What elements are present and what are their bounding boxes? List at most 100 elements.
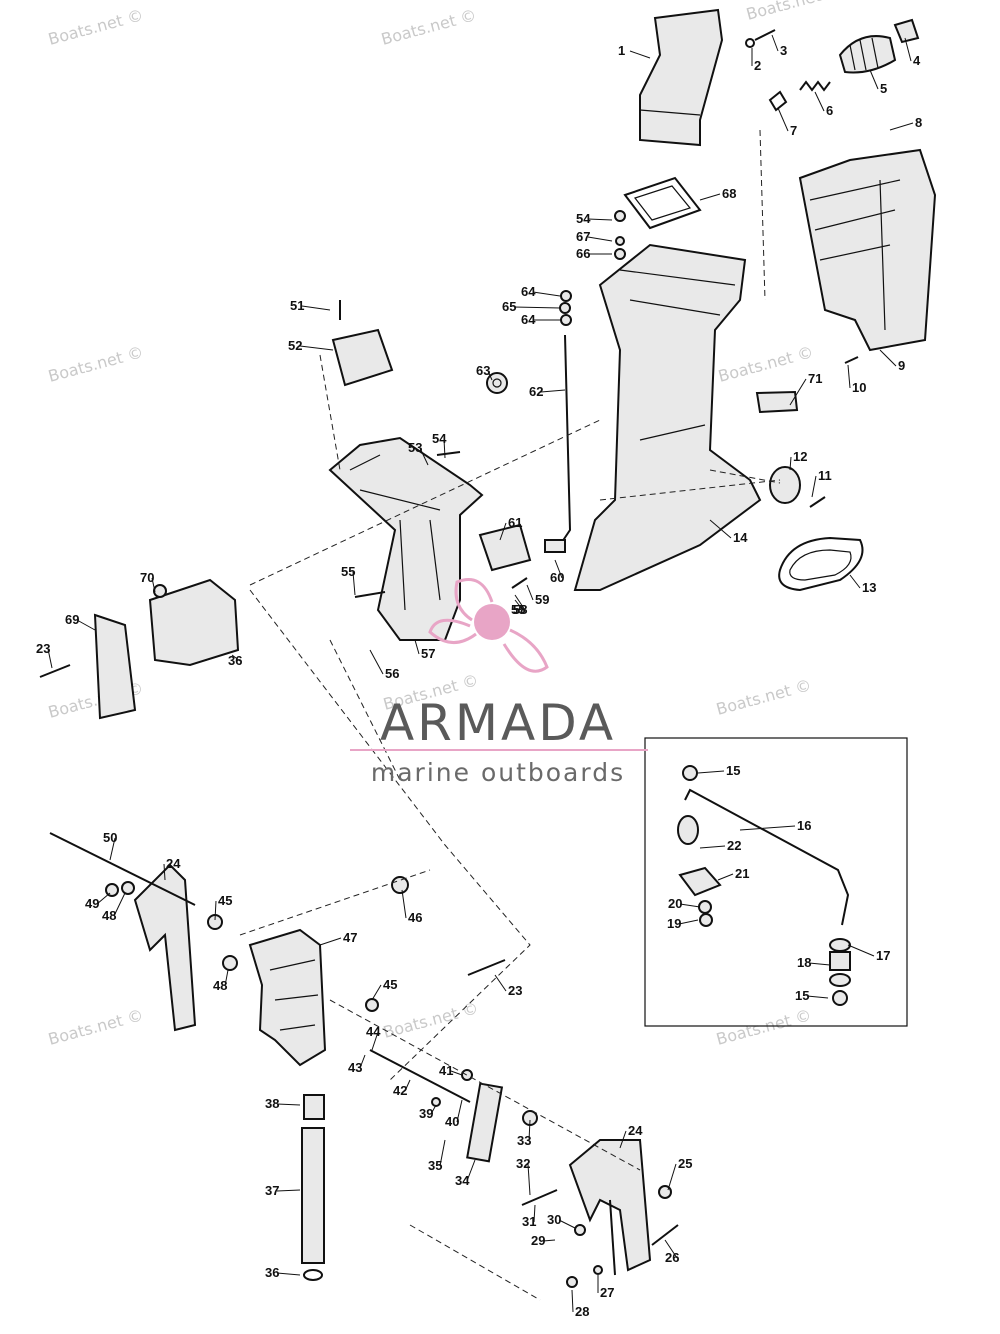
callout-23: 23 <box>36 641 53 669</box>
callout-number: 9 <box>898 358 905 373</box>
callout-number: 41 <box>439 1063 453 1078</box>
callout-leader-line <box>369 649 384 675</box>
watermark-text: Boats.net © <box>46 1005 145 1049</box>
callout-11: 11 <box>811 468 832 498</box>
callout-22: 22 <box>699 838 741 853</box>
callout-leader-line <box>430 1104 437 1115</box>
callout-layer: 1234567891011121314151617181920212223242… <box>36 34 922 1319</box>
callout-60: 60 <box>550 559 564 585</box>
callout-number: 1 <box>618 43 625 58</box>
callout-17: 17 <box>847 944 890 963</box>
callout-leader-line <box>299 345 334 351</box>
callout-number: 61 <box>508 515 522 530</box>
callout-leader-line <box>679 903 701 908</box>
callout-leader-line <box>151 577 156 593</box>
callout-number: 22 <box>727 838 741 853</box>
callout-leader-line <box>163 863 166 881</box>
callout-leader-line <box>789 378 807 406</box>
callout-64: 64 <box>521 312 560 327</box>
callout-71: 71 <box>789 371 822 406</box>
callout-leader-line <box>629 50 651 59</box>
callout-leader-line <box>847 944 875 957</box>
callout-leader-line <box>664 1239 678 1259</box>
propeller-icon <box>428 578 549 673</box>
callout-leader-line <box>487 370 493 381</box>
callout-number: 35 <box>428 1158 442 1173</box>
callout-number: 19 <box>667 916 681 931</box>
callout-14: 14 <box>709 519 748 545</box>
callout-54: 54 <box>576 211 613 226</box>
callout-number: 21 <box>735 866 749 881</box>
callout-leader-line <box>113 892 126 917</box>
callout-leader-line <box>276 1189 301 1192</box>
logo-subtitle: marine outboards <box>371 758 625 787</box>
callout-leader-line <box>371 1031 379 1051</box>
callout-54: 54 <box>432 431 447 459</box>
callout-leader-line <box>514 594 526 611</box>
callout-number: 45 <box>218 893 232 908</box>
callout-51: 51 <box>290 298 331 313</box>
callout-number: 64 <box>521 312 536 327</box>
callout-number: 55 <box>341 564 355 579</box>
callout-leader-line <box>699 845 726 849</box>
callout-65: 65 <box>502 299 561 314</box>
callout-number: 15 <box>795 988 809 1003</box>
callout-leader-line <box>371 984 382 1001</box>
callout-2: 2 <box>751 48 761 73</box>
watermark-text: Boats.net © <box>379 5 478 49</box>
callout-leader-line <box>869 69 879 90</box>
callout-number: 52 <box>288 338 302 353</box>
callout-number: 54 <box>576 211 591 226</box>
callout-number: 43 <box>348 1060 362 1075</box>
callout-leader-line <box>667 1163 677 1191</box>
callout-53: 53 <box>408 440 429 466</box>
callout-48: 48 <box>213 969 229 993</box>
callout-number: 14 <box>733 530 748 545</box>
callout-69: 69 <box>65 612 96 631</box>
callout-1: 1 <box>618 43 651 59</box>
callout-38: 38 <box>265 1096 301 1111</box>
callout-leader-line <box>777 107 789 132</box>
callout-42: 42 <box>393 1079 411 1098</box>
callout-leader-line <box>847 364 851 389</box>
callout-leader-line <box>709 519 732 539</box>
callout-27: 27 <box>597 1275 614 1300</box>
callout-9: 9 <box>879 349 905 373</box>
callout-21: 21 <box>717 866 749 881</box>
callout-number: 64 <box>521 284 536 299</box>
callout-leader-line <box>806 995 829 999</box>
callout-6: 6 <box>814 91 833 118</box>
callout-number: 42 <box>393 1083 407 1098</box>
callout-67: 67 <box>576 229 613 244</box>
callout-number: 47 <box>343 930 357 945</box>
callout-leader-line <box>419 447 429 466</box>
logo-title: ARMADA <box>380 694 616 752</box>
callout-leader-line <box>276 1272 301 1276</box>
callout-29: 29 <box>531 1233 556 1248</box>
callout-number: 30 <box>547 1212 561 1227</box>
callout-24: 24 <box>619 1123 643 1149</box>
callout-15: 15 <box>795 988 829 1003</box>
callout-8: 8 <box>889 115 922 131</box>
callout-47: 47 <box>319 930 357 946</box>
callout-56: 56 <box>369 649 399 681</box>
callout-leader-line <box>542 1239 556 1242</box>
callout-number: 13 <box>862 580 876 595</box>
callout-number: 54 <box>432 431 447 446</box>
callout-number: 62 <box>529 384 543 399</box>
callout-leader-line <box>587 218 613 221</box>
callout-55: 55 <box>511 599 525 617</box>
watermark-text: Boats.net © <box>46 342 145 386</box>
callout-leader-line <box>214 900 217 921</box>
callout-57: 57 <box>414 639 435 661</box>
callout-59: 59 <box>526 584 549 607</box>
callout-32: 32 <box>516 1156 531 1196</box>
callout-number: 44 <box>366 1024 381 1039</box>
callout-leader-line <box>404 1079 411 1092</box>
callout-number: 71 <box>808 371 822 386</box>
callout-number: 2 <box>754 58 761 73</box>
callout-number: 36 <box>265 1265 279 1280</box>
callout-number: 55 <box>511 602 525 617</box>
callout-number: 53 <box>408 440 422 455</box>
